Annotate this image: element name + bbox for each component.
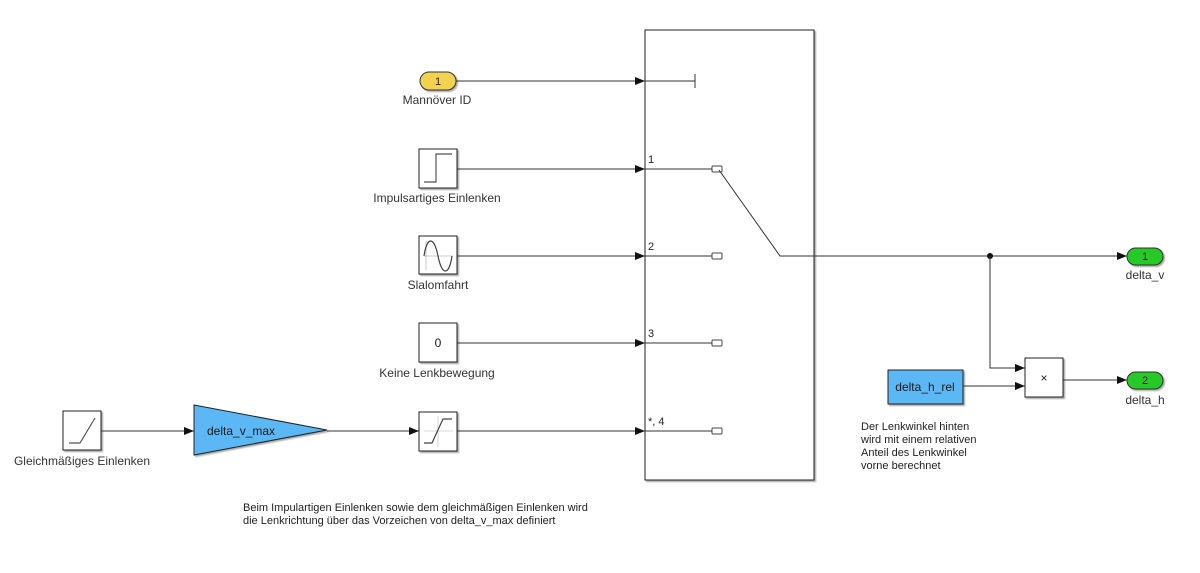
switch-contact-4 <box>711 427 723 435</box>
sine-block-label: Slalomfahrt <box>408 278 469 292</box>
switch-port-label-2: 2 <box>648 241 654 253</box>
constant-value: 0 <box>435 336 442 350</box>
signal-line-branch-to-product[interactable] <box>989 256 1025 372</box>
outport-number: 2 <box>1142 375 1148 387</box>
sine-wave-block[interactable]: Slalomfahrt <box>408 235 469 292</box>
outport-shape <box>1126 371 1164 390</box>
outport-label: delta_v <box>1126 268 1165 282</box>
constant-rel-label: delta_h_rel <box>895 380 954 394</box>
switch-port-label-3: 3 <box>648 328 654 340</box>
saturation-block[interactable] <box>418 411 458 452</box>
outport-label: delta_h <box>1125 393 1164 407</box>
step-block-label: Impulsartiges Einlenken <box>373 191 500 205</box>
constant-rel-shape <box>887 369 964 405</box>
constant-block-label: Keine Lenkbewegung <box>379 366 494 380</box>
inport-number: 1 <box>435 76 441 88</box>
multiply-icon: × <box>1040 371 1047 385</box>
saturation-icon <box>424 418 452 444</box>
annotation-right: Der Lenkwinkel hinten wird mit einem rel… <box>861 421 977 472</box>
step-icon <box>424 153 452 183</box>
gain-triangle <box>193 404 328 456</box>
constant-delta-h-rel-block[interactable]: delta_h_rel <box>887 369 964 405</box>
switch-arm <box>718 169 814 257</box>
product-block[interactable]: × <box>1024 357 1064 398</box>
step-block[interactable]: Impulsartiges Einlenken <box>373 148 501 205</box>
switch-port-label-1: 1 <box>648 154 654 166</box>
switch-contact-1 <box>711 165 723 173</box>
inport-label: Mannöver ID <box>403 93 472 107</box>
gain-label: delta_v_max <box>207 424 275 438</box>
outport-delta-v[interactable]: 1 delta_v <box>1126 247 1165 282</box>
ramp-icon <box>69 417 96 444</box>
switch-contact-2 <box>711 252 723 260</box>
sine-wave-icon <box>423 240 453 272</box>
annotation-bottom: Beim Impulartigen Einlenken sowie dem gl… <box>243 502 588 527</box>
multiport-switch-block[interactable]: 1 2 3 *, 4 <box>644 29 815 481</box>
outport-shape <box>1126 247 1164 266</box>
gain-block-delta-v-max[interactable]: delta_v_max <box>193 404 328 456</box>
switch-contact-3 <box>711 339 723 347</box>
inport-manoever-id[interactable]: 1 Mannöver ID <box>403 71 472 107</box>
ramp-block-label: Gleichmäßiges Einlenken <box>14 454 150 468</box>
outport-delta-h[interactable]: 2 delta_h <box>1125 371 1165 407</box>
outport-number: 1 <box>1142 251 1148 263</box>
constant-zero-block[interactable]: 0 Keine Lenkbewegung <box>379 322 495 380</box>
switch-port-label-4: *, 4 <box>648 416 665 428</box>
ramp-block[interactable]: Gleichmäßiges Einlenken <box>14 410 150 468</box>
